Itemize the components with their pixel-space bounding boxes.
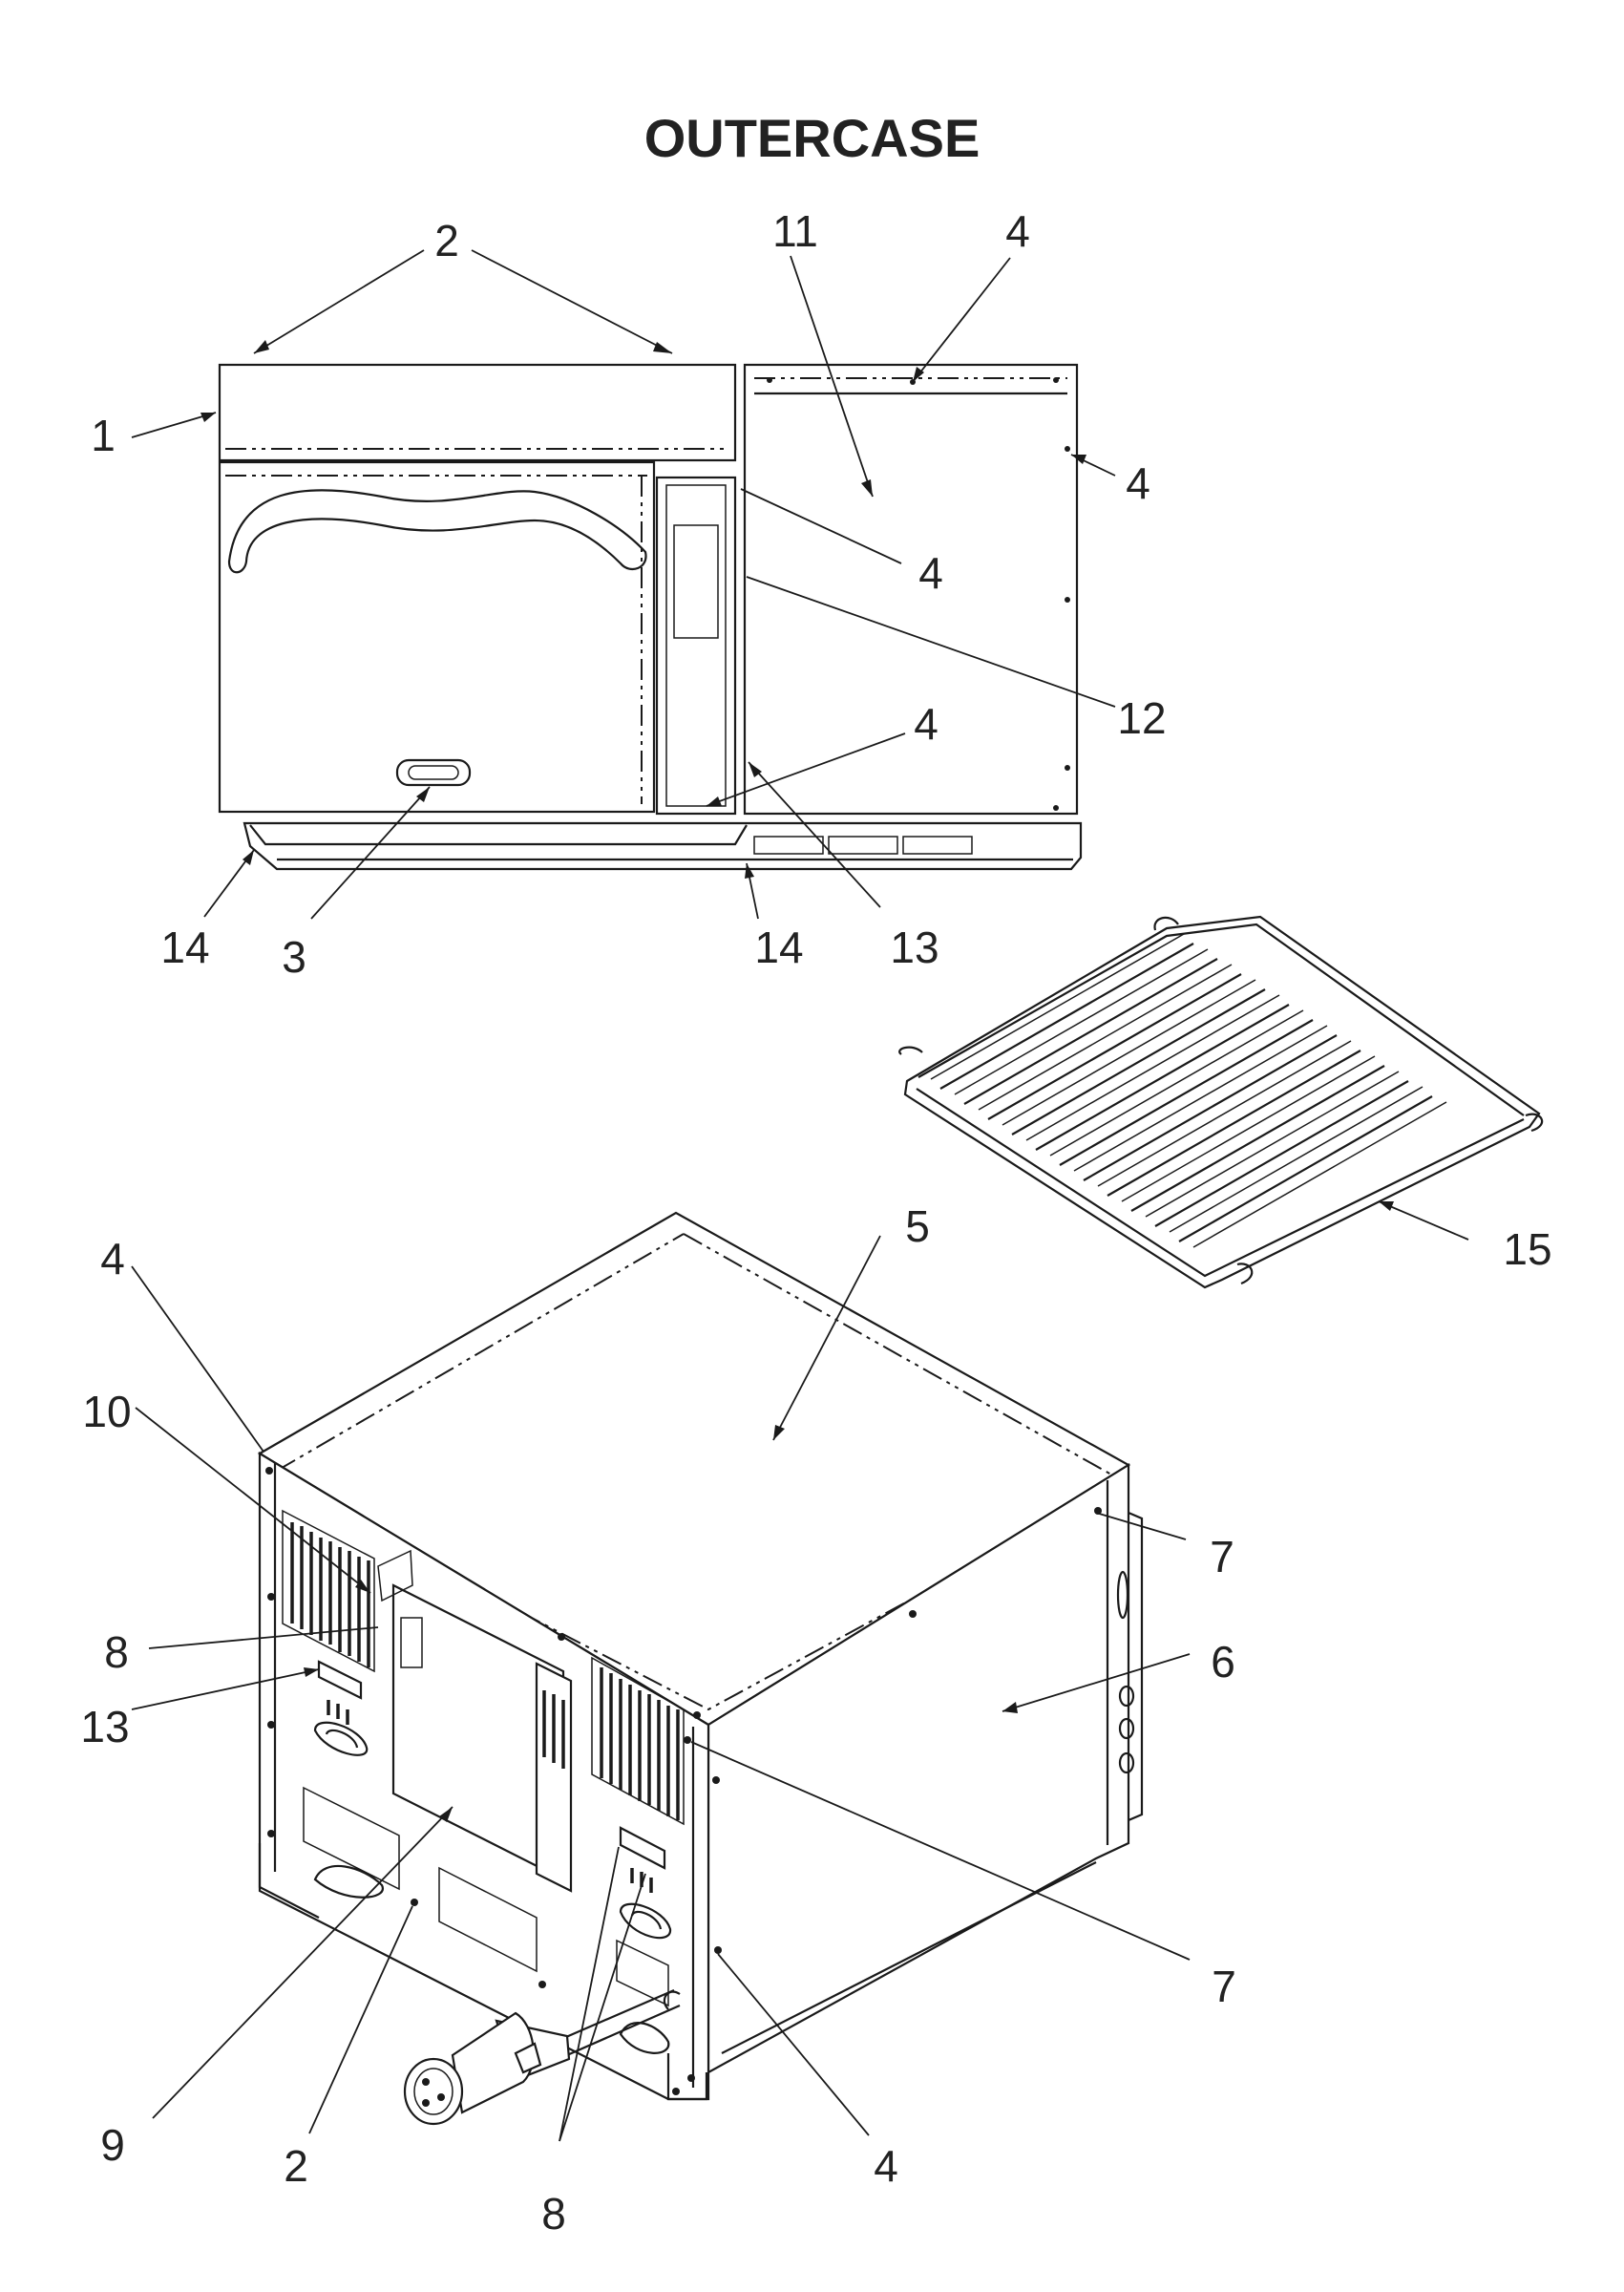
callout-7-upper: 7 [1210, 1532, 1234, 1581]
callout-4-bottom: 4 [874, 2141, 898, 2191]
callout-11: 11 [772, 206, 818, 256]
callout-7-lower: 7 [1212, 1962, 1236, 2011]
callout-4-lower: 4 [914, 699, 939, 749]
callouts: 2 11 4 1 4 4 12 4 14 3 14 13 15 4 5 10 7… [80, 206, 1551, 2239]
callout-13-top: 13 [890, 923, 939, 972]
callout-2-top: 2 [434, 216, 459, 265]
callout-15: 15 [1503, 1224, 1551, 1274]
rear-view [257, 1211, 1144, 2126]
callout-10: 10 [82, 1387, 131, 1436]
callout-3: 3 [282, 932, 306, 982]
callout-2-bottom: 2 [284, 2141, 308, 2191]
callout-5: 5 [905, 1201, 930, 1251]
top-panel [218, 363, 737, 462]
wire-rack [898, 915, 1544, 1289]
base-tray [243, 821, 1083, 871]
leader-lines [131, 249, 1469, 2142]
diagram-title: OUTERCASE [643, 108, 981, 168]
callout-4-back-left: 4 [100, 1234, 125, 1284]
callout-6: 6 [1211, 1637, 1235, 1687]
callout-12: 12 [1117, 693, 1166, 743]
callout-14-left: 14 [160, 923, 209, 972]
control-display [673, 524, 719, 639]
callout-1: 1 [91, 411, 116, 460]
callout-14-right: 14 [754, 923, 803, 972]
front-view [218, 363, 1083, 871]
callout-8-bottom: 8 [541, 2189, 566, 2239]
callout-8-left: 8 [104, 1627, 129, 1677]
door-handle [227, 489, 647, 574]
control-panel [655, 476, 737, 816]
rear-vent-right [591, 1656, 685, 1826]
callout-13-back: 13 [80, 1702, 129, 1751]
callout-9: 9 [100, 2120, 125, 2170]
side-panel [743, 363, 1079, 816]
power-plug [403, 1988, 681, 2126]
callout-4-top-right: 4 [1005, 206, 1030, 256]
callout-4-mid: 4 [918, 548, 943, 598]
callout-4-side-right: 4 [1126, 458, 1150, 508]
